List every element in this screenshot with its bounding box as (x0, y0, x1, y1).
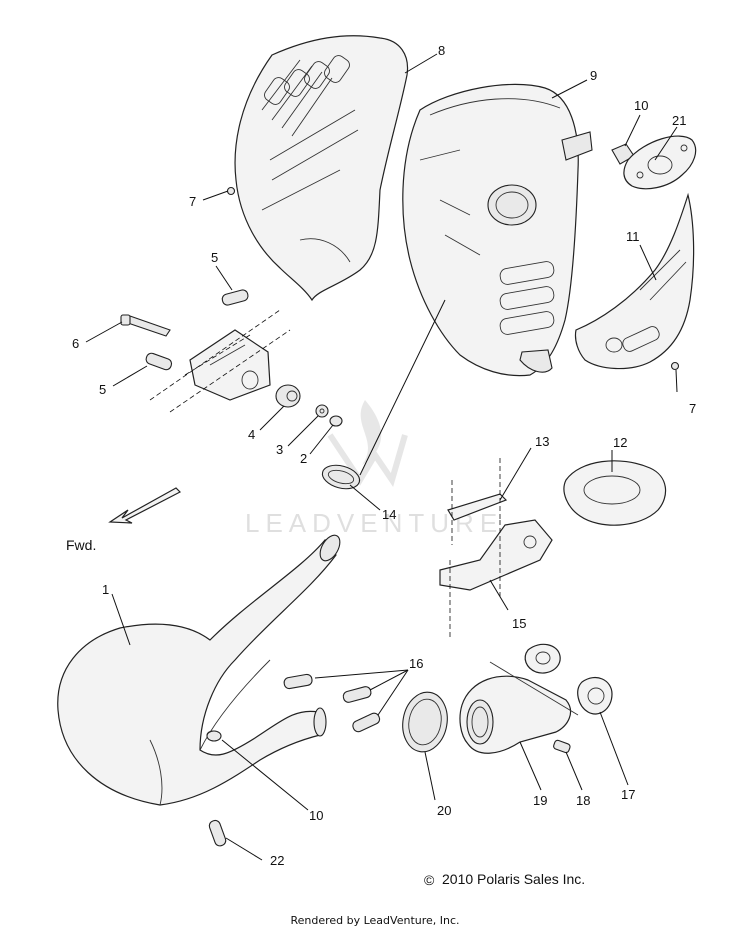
callout-17: 17 (621, 787, 635, 802)
callout-18: 18 (576, 793, 590, 808)
callout-22: 22 (270, 853, 284, 868)
part-15-bracket (439, 519, 553, 640)
part-6-long-bolt (120, 314, 171, 337)
copyright-text: 2010 Polaris Sales Inc. (442, 871, 585, 887)
part-7-bolt-right (670, 361, 680, 371)
callout-10-top: 10 (634, 98, 648, 113)
part-13-strap (447, 458, 508, 545)
part-20-seal (402, 691, 448, 753)
callout-14: 14 (382, 507, 396, 522)
part-21-gasket-top (623, 135, 697, 190)
callout-16: 16 (409, 656, 423, 671)
part-9-muffler (402, 83, 593, 377)
callout-7-right: 7 (689, 401, 696, 416)
leader-lines (85, 53, 678, 861)
callout-5-left: 5 (99, 382, 106, 397)
part-5-spring-left (145, 352, 173, 371)
callout-19: 19 (533, 793, 547, 808)
part-3-washer (315, 404, 329, 418)
part-18-bolt (553, 739, 571, 754)
part-5-spring-top (221, 289, 249, 306)
copyright-symbol: © (424, 872, 435, 888)
callout-15: 15 (512, 616, 526, 631)
callout-12: 12 (613, 435, 627, 450)
part-4-grommet (275, 384, 301, 408)
callout-4: 4 (248, 427, 255, 442)
part-12-flange (563, 460, 667, 526)
callout-20: 20 (437, 803, 451, 818)
forward-label: Fwd. (66, 537, 96, 553)
footer-rendered-by: Rendered by LeadVenture, Inc. (290, 914, 459, 927)
part-22-spring (208, 819, 227, 847)
callout-7-top: 7 (189, 194, 196, 209)
callout-13: 13 (535, 434, 549, 449)
part-11-lower-shield (574, 192, 695, 370)
part-16-springs (283, 673, 381, 733)
callout-21: 21 (672, 113, 686, 128)
part-10-plug-bottom (206, 730, 222, 742)
forward-arrow (108, 487, 182, 524)
part-17-gaskets (524, 643, 613, 715)
part-7-bolt-top (226, 186, 236, 196)
part-2-nut (329, 415, 343, 427)
callout-3: 3 (276, 442, 283, 457)
callout-6: 6 (72, 336, 79, 351)
part-8-heat-shield (234, 35, 409, 302)
callout-10-bottom: 10 (309, 808, 323, 823)
callout-8: 8 (438, 43, 445, 58)
callout-11: 11 (626, 229, 640, 244)
mount-bracket (189, 329, 271, 401)
callout-2: 2 (300, 451, 307, 466)
callout-9: 9 (590, 68, 597, 83)
watermark: LEADVENTURE (245, 400, 497, 538)
part-1-expansion-chamber (57, 534, 341, 806)
callout-5-top: 5 (211, 250, 218, 265)
part-14-seal (321, 464, 361, 490)
part-19-manifold (459, 661, 579, 754)
callout-1: 1 (102, 582, 109, 597)
